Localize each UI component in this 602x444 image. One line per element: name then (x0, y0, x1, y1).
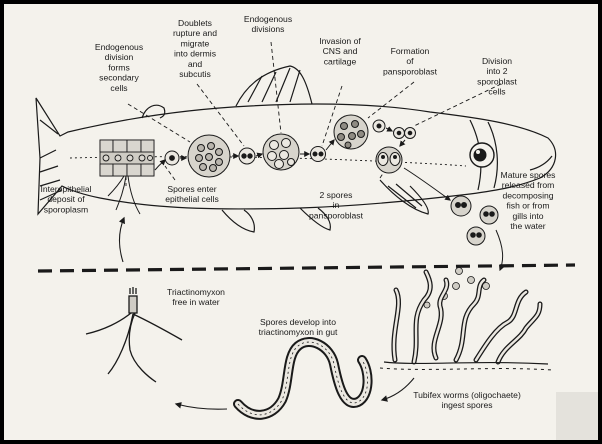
fish-doublets-rupture-line: into dermis (174, 49, 216, 59)
fish-division-sporoblast-line: cells (488, 87, 505, 97)
fish-two-spores-line: pansporoblast (309, 210, 364, 220)
fish-invasion-cns-line: Invasion of (319, 36, 361, 46)
fish-two-spores-line: in (333, 200, 340, 210)
fish-formation-pansporoblast-line: of (406, 56, 414, 66)
cell-cluster-icon (188, 135, 230, 177)
worm-tubifex-ingest-line: ingest spores (441, 400, 492, 410)
epithelial-tissue-icon (100, 140, 154, 176)
worm-triactinomyxon-free-line: Triactinomyxon (167, 287, 225, 297)
fish-invasion-cns-line: cartilage (324, 56, 357, 66)
two-spores-icon (376, 147, 402, 173)
fish-spores-enter-line: Spores enter (167, 184, 216, 194)
fish-interepithelial-deposit-line: deposit of (47, 194, 85, 204)
fish-doublets-rupture-line: subcutis (179, 69, 211, 79)
fish-formation-pansporoblast-line: pansporoblast (383, 66, 438, 76)
fish-invasion-cns-line: CNS and (323, 46, 358, 56)
worm-tubifex-ingest-line: Tubifex worms (oligochaete) (413, 390, 521, 400)
fish-endogenous-divisions-line: Endogenous (244, 14, 292, 24)
fish-two-spores-line: 2 spores (320, 190, 353, 200)
worm-spores-develop-line: triactinomyxon in gut (259, 327, 338, 337)
fish-endogenous-division-line: division (105, 52, 134, 62)
fish-mature-spores-line: decomposing (502, 190, 553, 200)
fish-endogenous-division-line: secondary (99, 73, 139, 83)
fish-endogenous-divisions-line: divisions (252, 24, 285, 34)
fish-division-sporoblast-line: into 2 (486, 66, 507, 76)
fish-interepithelial-deposit-line: sporoplasm (44, 204, 88, 214)
fish-doublets-rupture-line: rupture and (173, 28, 217, 38)
fish-doublets-rupture-line: and (188, 59, 203, 69)
fish-mature-spores-line: Mature spores (501, 170, 556, 180)
doublet-cell-2-icon (311, 147, 326, 162)
fish-mature-spores-line: fish or from (507, 201, 550, 211)
fish-spores-enter-line: epithelial cells (165, 194, 219, 204)
worm-spores-develop-line: Spores develop into (260, 317, 336, 327)
paper-background (4, 4, 598, 440)
doublet-cell-icon (239, 148, 255, 164)
fish-interepithelial-deposit-line: Interepithelial (40, 184, 91, 194)
fish-pupil (474, 149, 487, 162)
fish-endogenous-division-line: Endogenous (95, 42, 143, 52)
worm-triactinomyxon-free-line: free in water (172, 297, 219, 307)
fish-doublets-rupture-line: Doublets (178, 18, 212, 28)
fish-endogenous-division-line: cells (110, 83, 127, 93)
fish-mature-spores-line: the water (510, 221, 545, 231)
fish-division-sporoblast-line: Division (482, 56, 512, 66)
fish-endogenous-division-line: forms (108, 62, 129, 72)
endogenous-division-cluster-icon (263, 134, 299, 170)
fish-mature-spores-line: gills into (512, 211, 543, 221)
single-cell-icon (165, 151, 179, 165)
scan-edge-right (556, 392, 598, 440)
fish-formation-pansporoblast-line: Formation (391, 46, 430, 56)
fish-pupil-highlight (476, 150, 480, 154)
fish-doublets-rupture-line: migrate (181, 38, 210, 48)
fish-division-sporoblast-line: sporoblast (477, 76, 517, 86)
fish-mature-spores-line: released from (502, 180, 555, 190)
